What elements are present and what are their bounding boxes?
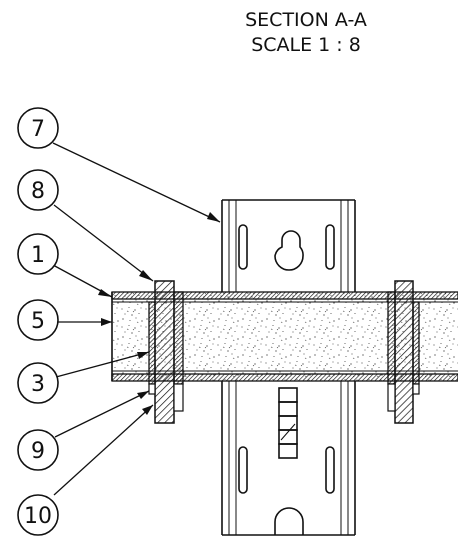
section-title: SECTION A-A SCALE 1 : 8 [245, 9, 367, 56]
balloon-9-label: 9 [31, 439, 45, 464]
balloon-8: 8 [17, 169, 59, 211]
scale-label: SCALE 1 : 8 [251, 34, 361, 56]
balloon-5: 5 [17, 299, 59, 341]
leader-lines [52, 142, 221, 496]
balloon-1-label: 1 [31, 243, 45, 268]
left-clamp [148, 280, 184, 424]
right-clamp [387, 280, 420, 424]
balloon-3: 3 [17, 362, 59, 404]
section-label: SECTION A-A [245, 9, 367, 31]
balloon-7-label: 7 [31, 117, 45, 142]
balloon-5-label: 5 [31, 309, 45, 334]
balloon-1: 1 [17, 233, 59, 275]
balloon-8-label: 8 [31, 179, 45, 204]
balloon-7: 7 [17, 107, 59, 149]
balloon-10-label: 10 [24, 504, 52, 529]
balloon-3-label: 3 [31, 372, 45, 397]
balloon-10: 10 [17, 494, 59, 536]
balloon-9: 9 [17, 429, 59, 471]
